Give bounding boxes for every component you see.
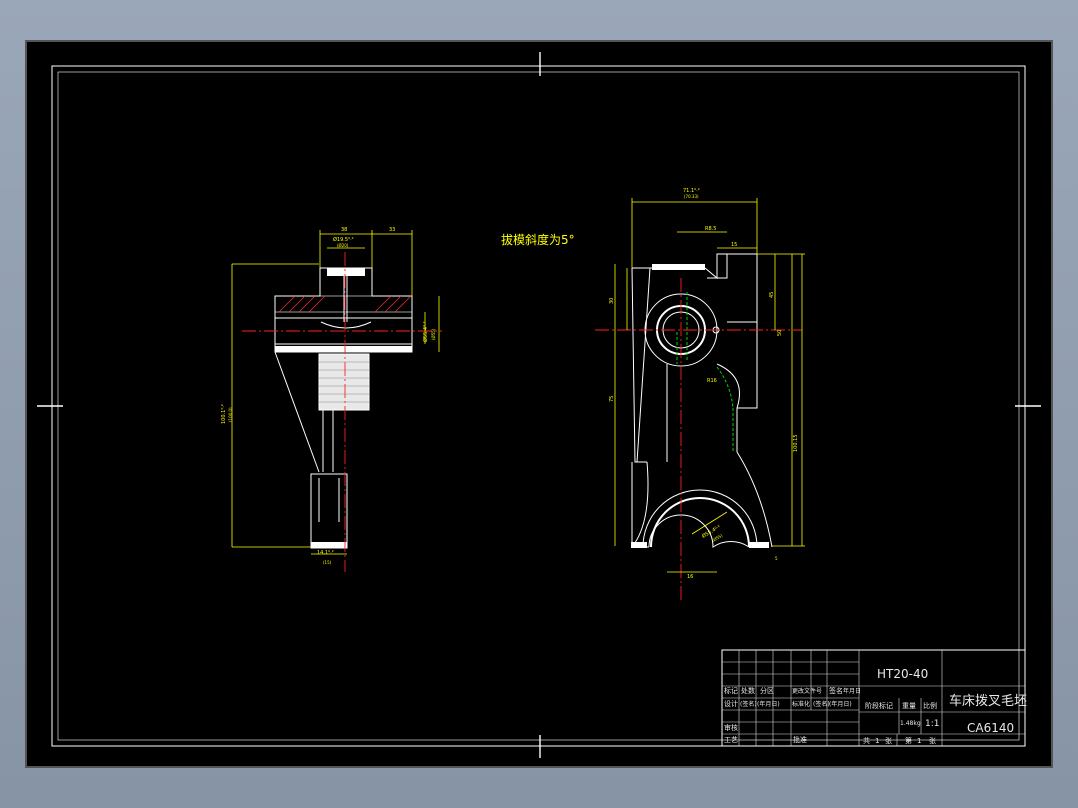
dim-right-h2: 45 xyxy=(769,292,775,298)
drawing-sheet: 拔模斜度为5° xyxy=(37,52,1041,758)
header-change-doc: 更改文件号 xyxy=(792,687,822,695)
material-label: HT20-40 xyxy=(877,667,928,681)
row-design-date: (年月日) xyxy=(757,700,780,708)
row-design: 设计 xyxy=(724,699,738,708)
sheet-no-label: 第 xyxy=(905,736,912,745)
part-name: 车床拨叉毛坯 xyxy=(949,693,1027,709)
dim-right-r1: R8.5 xyxy=(705,226,716,232)
stage-mark: 阶段标记 xyxy=(865,701,893,710)
dim-right-bottom-w: 16 xyxy=(687,574,693,580)
process-label: 工艺 xyxy=(724,736,738,744)
dim-right-s1: 15 xyxy=(731,242,737,248)
dim-right-h1: 30 xyxy=(609,298,615,304)
scale-value: 1:1 xyxy=(925,719,939,729)
left-section-view xyxy=(231,230,442,572)
draft-angle-note: 拔模斜度为5° xyxy=(501,232,575,247)
dim-right-h3: 50 xyxy=(777,330,783,336)
right-front-view xyxy=(595,198,805,602)
review-label: 审核 xyxy=(724,723,738,732)
approve-label: 批准 xyxy=(793,735,807,744)
weight-value: 1.48kg xyxy=(900,720,921,727)
row-std-sign: (签名) xyxy=(813,700,830,708)
dim-right-total: 100.15 xyxy=(793,435,799,453)
dim-left-height: 100.1⁰·² xyxy=(221,404,227,424)
row-design-sign: (签名) xyxy=(740,700,757,708)
dim-left-right-sub: (Ø55) xyxy=(431,328,436,340)
dim-left-bottom-sub: (15) xyxy=(323,560,332,565)
scale-label: 比例 xyxy=(923,701,937,710)
header-date: 年月日 xyxy=(843,687,861,695)
dim-right-r2: R16 xyxy=(707,378,717,384)
title-block xyxy=(721,649,1026,747)
dim-left-top-b: 33 xyxy=(389,227,395,233)
dim-left-bottom: 14.1⁰·² xyxy=(317,550,334,556)
header-mark: 标记 xyxy=(724,686,738,695)
header-count: 处数 xyxy=(741,686,755,695)
inner-frame xyxy=(57,71,1020,741)
dim-left-right-d: Ø55.4⁰·² xyxy=(422,321,429,342)
dim-right-small: 5 xyxy=(775,556,778,561)
sheet-no: 1 xyxy=(917,737,921,745)
sheet-total: 1 xyxy=(875,737,879,745)
outer-frame xyxy=(51,65,1026,747)
weight-label: 重量 xyxy=(902,702,916,710)
dim-left-bore-sub: (Ø20) xyxy=(337,243,349,248)
sheet-total-label: 共 xyxy=(863,736,870,745)
header-sign: 签名 xyxy=(829,686,843,695)
dim-right-bottom-sub: (Ø55) xyxy=(711,533,724,543)
dim-right-top-sub: (70.33) xyxy=(684,194,699,199)
cad-drawing-canvas[interactable]: 拔模斜度为5° xyxy=(25,40,1053,768)
dim-left-height-sub: (100.0) xyxy=(228,407,233,422)
header-zone: 分区 xyxy=(760,686,774,695)
dim-right-h4: 75 xyxy=(609,396,615,402)
sheet-unit: 张 xyxy=(885,736,892,745)
dim-right-top-w: 71.1⁰·² xyxy=(683,188,700,194)
row-standardize: 标准化 xyxy=(792,700,810,708)
row-std-date: (年月日) xyxy=(829,700,852,708)
sheet-unit-2: 张 xyxy=(929,736,936,745)
drawing-number: CA6140 xyxy=(967,721,1014,735)
dim-left-bore-d: Ø19.5⁰·² xyxy=(333,236,354,243)
dim-left-top-a: 38 xyxy=(341,227,347,233)
